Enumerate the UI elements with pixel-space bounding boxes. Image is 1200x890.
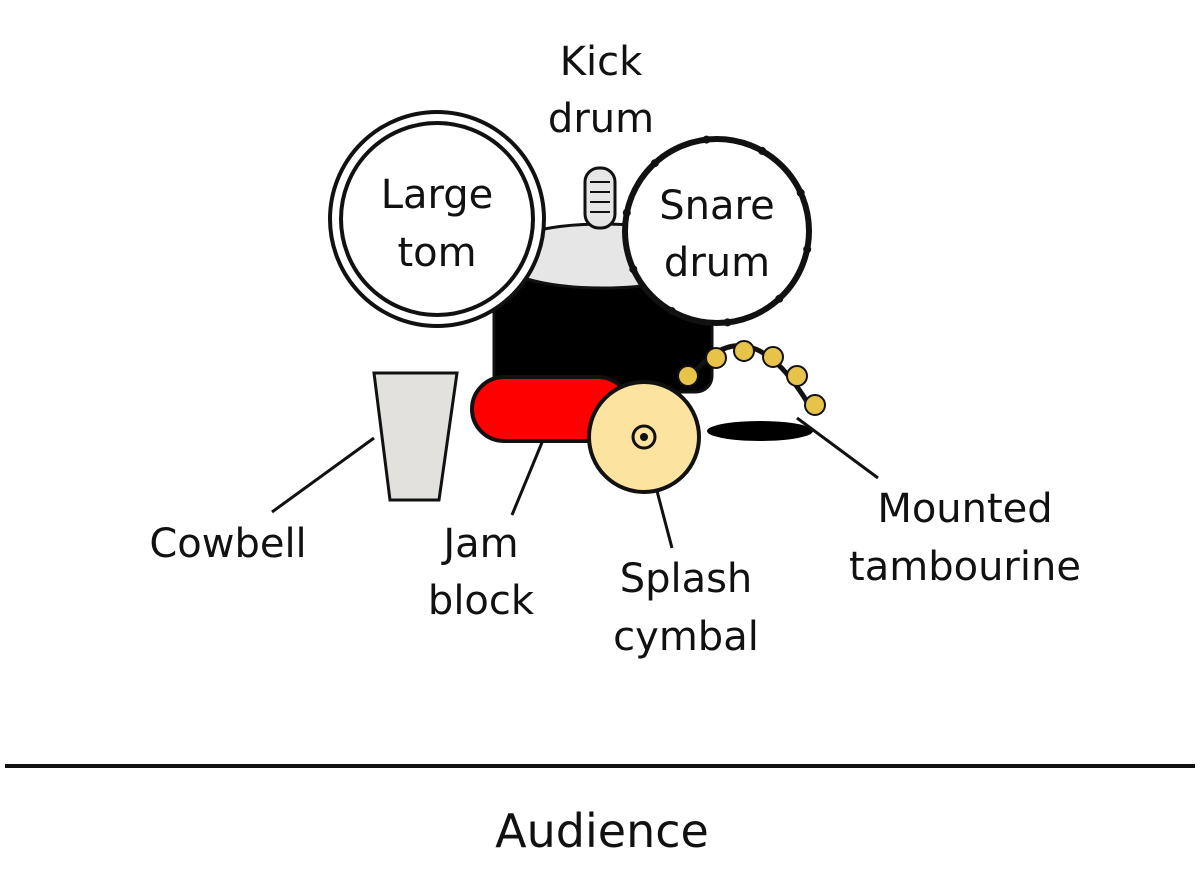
mounted-tambourine xyxy=(677,340,826,441)
snare-lug xyxy=(758,146,767,155)
snare-lug xyxy=(775,294,784,303)
snare-lug xyxy=(803,245,812,254)
tambourine-jingle xyxy=(786,365,808,387)
splash-cymbal xyxy=(587,380,701,494)
splash-cymbal-leader-line xyxy=(655,490,674,549)
tambourine-jingle xyxy=(762,346,784,368)
snare-drum-lugs xyxy=(622,135,812,327)
splash-cymbal-label-line-2: cymbal xyxy=(613,614,759,660)
jam-block-label-line-1: Jam xyxy=(440,521,518,567)
tambourine-label-line-2: tambourine xyxy=(849,544,1081,590)
snare-lug xyxy=(723,318,732,327)
snare-lug xyxy=(796,188,805,197)
audience-label: Audience xyxy=(495,804,709,858)
snare-drum-label-line-1: Snare xyxy=(659,183,774,229)
cowbell xyxy=(372,371,459,502)
snare-lug xyxy=(622,208,631,217)
tambourine-leader-line xyxy=(796,416,879,480)
snare-lug xyxy=(667,307,676,316)
tambourine-jingle xyxy=(804,394,826,416)
tambourine-jingle xyxy=(677,365,699,387)
tambourine-jingle xyxy=(705,347,727,369)
tambourine-label-line-1: Mounted xyxy=(877,486,1052,532)
snare-lug xyxy=(702,135,711,144)
cowbell-label: Cowbell xyxy=(149,521,306,567)
large-tom xyxy=(328,110,546,328)
splash-cymbal-label-line-1: Splash xyxy=(620,556,753,602)
kick-drum-label-line-2: drum xyxy=(548,96,654,142)
large-tom-label-line-2: tom xyxy=(397,230,476,276)
snare-drum-head xyxy=(622,136,812,326)
large-tom-head xyxy=(339,121,535,317)
cowbell-leader-line xyxy=(271,436,375,514)
jam-block-label-line-2: block xyxy=(428,578,535,624)
tambourine-jingles xyxy=(677,340,826,416)
large-tom-label-line-1: Large xyxy=(381,172,494,218)
snare-lug xyxy=(650,159,659,168)
tambourine-mount xyxy=(707,421,813,441)
snare-lug xyxy=(629,265,638,274)
splash-cymbal-center xyxy=(640,433,648,441)
jam-block-leader-line xyxy=(510,439,545,516)
snare-drum-label-line-2: drum xyxy=(664,240,770,286)
snare-drum xyxy=(622,135,812,327)
kick-drum-label-line-1: Kick xyxy=(560,39,643,85)
tambourine-jingle xyxy=(733,340,755,362)
kick-drum-pedal-beater xyxy=(583,166,617,230)
